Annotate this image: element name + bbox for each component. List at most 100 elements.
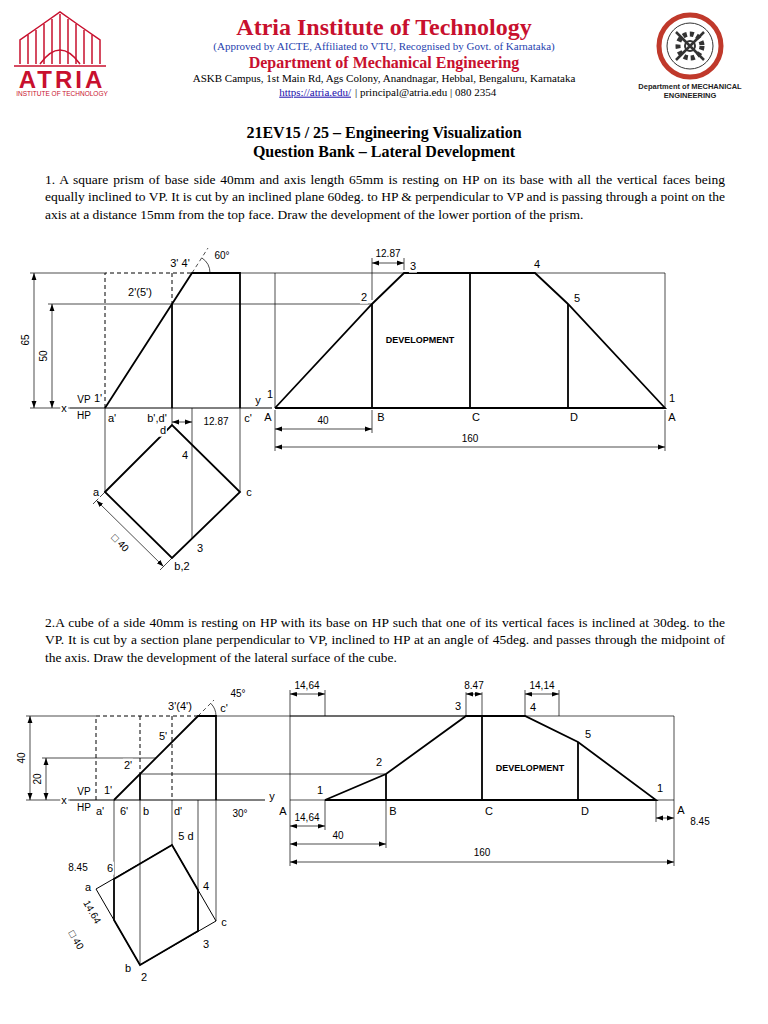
figure-two-development (290, 690, 559, 716)
address-line: ASKB Campus, 1st Main Rd, Ags Colony, An… (193, 72, 576, 85)
point-label: d (159, 424, 167, 437)
figure-one-top-view (105, 425, 240, 558)
figure-one-front-view (48, 304, 172, 305)
point-label: a' (95, 805, 105, 818)
point-label: y (254, 394, 262, 407)
institute-logo (40, 50, 80, 64)
point-label: D (569, 411, 579, 424)
point-label: 6 (106, 862, 114, 875)
figure-one-top-view (105, 408, 240, 539)
point-label: 5' (158, 730, 168, 743)
point-label: 1 (316, 784, 324, 797)
point-label: 3'(4') (167, 700, 193, 713)
dimension-label: 40 (331, 830, 344, 842)
course-heading: Question Bank – Lateral Development (253, 143, 515, 161)
figure-two-development (656, 818, 674, 819)
figure-two-top-view (96, 845, 216, 965)
figure-two-development (525, 694, 559, 695)
dimension-label: 40 (16, 751, 28, 764)
dimension-label: □ 40 (108, 531, 132, 555)
point-label: 1 (266, 388, 274, 401)
figure-two-development (290, 694, 325, 695)
dimension-label: HP (76, 410, 92, 422)
page-title: Atria Institute of Technology (236, 14, 531, 42)
dimension-label: 40 (316, 415, 329, 427)
figure-one-development (275, 273, 665, 408)
figure-one-front-view (171, 304, 173, 408)
point-label: A (676, 804, 685, 817)
dimension-label: 12.87 (202, 416, 229, 428)
dimension-label: 65 (20, 333, 32, 346)
figure-one-development (275, 410, 665, 451)
figure-one-front-view (105, 273, 240, 408)
figure-two-development (290, 826, 325, 827)
point-label: 1 (668, 392, 676, 405)
point-label: 2 (375, 756, 383, 769)
dimension-label: □ 40 (66, 928, 87, 953)
figure-two-front-view (30, 716, 31, 800)
point-label: c' (219, 702, 229, 715)
figure-one-top-view (172, 422, 192, 423)
figure-one-front-view (105, 273, 192, 408)
department-logo (659, 15, 721, 77)
logo-caption: Department of MECHANICAL ENGINEERING (638, 83, 742, 100)
point-label: 1 (656, 782, 664, 795)
dimension-label: 20 (32, 772, 44, 785)
point-label: c (220, 916, 228, 929)
figure-one-front-view (34, 273, 35, 408)
figure-one-front-view (70, 408, 272, 409)
figure-two-front-view (26, 700, 466, 800)
point-label: b',d' (146, 412, 168, 425)
point-label: 6' (119, 805, 129, 818)
point-label: 3 (409, 260, 417, 273)
figure-two-front-view (114, 716, 216, 800)
point-label: B (388, 805, 397, 818)
point-label: 3 (202, 938, 210, 951)
figure-one-front-view (192, 248, 208, 273)
point-label: 5 (573, 292, 581, 305)
figure-one-development (275, 258, 665, 451)
dimension-label: VP (76, 394, 91, 406)
point-label: b (142, 805, 150, 818)
institute-logo (14, 12, 106, 66)
address-line: | principal@atria.edu | 080 2354 (355, 86, 496, 99)
figure-two-development (290, 844, 386, 845)
figure-one-top-view (93, 492, 172, 570)
figure-two-top-view (114, 800, 216, 965)
course-heading: 21EV15 / 25 – Engineering Visualization (246, 124, 521, 142)
point-label: b (124, 962, 132, 975)
figure-two-front-view (198, 700, 214, 716)
dimension-label: 45° (229, 688, 246, 700)
figure-one-front-view (30, 273, 105, 274)
figure-one-top-view (93, 408, 240, 570)
point-label: 4 (533, 258, 541, 271)
point-label: 2' (123, 759, 133, 772)
point-label: 5 (584, 728, 592, 741)
department-heading: Department of Mechanical Engineering (249, 54, 520, 72)
point-label: 3' 4' (169, 257, 191, 270)
point-label: A (263, 411, 272, 424)
dimension-label: 160 (461, 433, 480, 445)
dimension-label: 8.45 (689, 816, 710, 828)
figure-two-front-view (139, 774, 141, 800)
dimension-label: 14,64 (293, 680, 320, 692)
point-label: d' (173, 805, 183, 818)
institute-logo (28, 14, 92, 64)
point-label: B (376, 411, 385, 424)
point-label: C (484, 805, 494, 818)
point-label: x (60, 402, 68, 415)
point-label: 4 (181, 449, 189, 462)
figure-one-development (275, 273, 665, 408)
point-label: 2 (360, 291, 368, 304)
figure-one-front-view (30, 248, 372, 408)
point-label: 3 (454, 700, 462, 713)
point-label: A (667, 411, 676, 424)
point-label: 5 d (177, 830, 194, 843)
logo-subtext: INSTITUTE OF TECHNOLOGY (16, 90, 108, 97)
figure-one-development (372, 263, 404, 264)
figure-two-development (290, 800, 674, 866)
figure-one-front-view (240, 273, 275, 274)
figure-two-top-view (96, 800, 216, 965)
dimension-label: VP (76, 786, 91, 798)
